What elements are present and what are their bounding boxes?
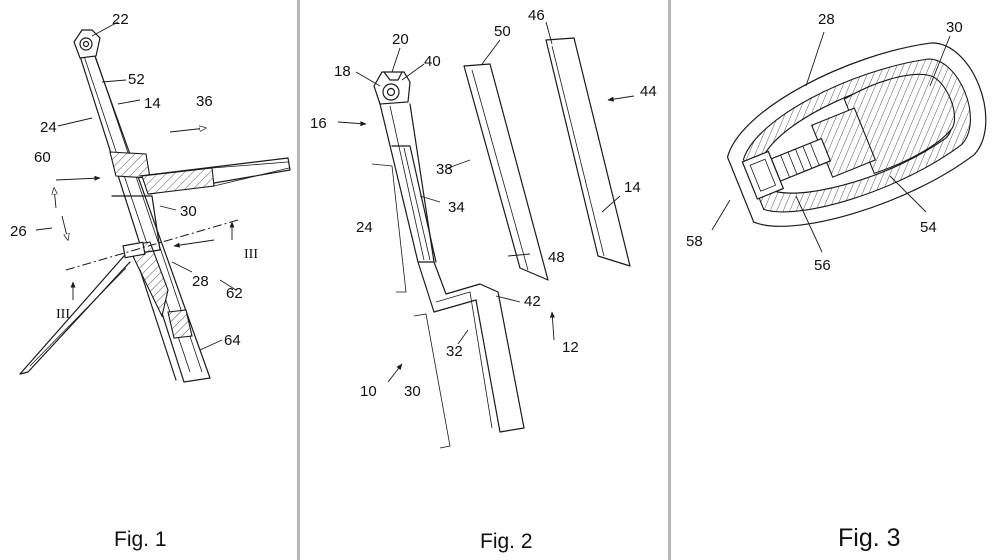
fig2-label-16: 16	[310, 115, 327, 132]
fig1-top-tube	[139, 157, 291, 195]
fig1-label-24: 24	[40, 119, 57, 136]
fig1-label-30: 30	[180, 203, 197, 220]
fig3-label-54: 54	[920, 219, 937, 236]
fig3-label-30: 30	[946, 19, 963, 36]
fig1-label-64: 64	[224, 332, 241, 349]
fig2-seat-post	[379, 103, 435, 263]
fig2-label-20: 20	[392, 31, 409, 48]
fig2-label-14: 14	[624, 179, 641, 196]
fig1-clamp-head	[73, 29, 101, 59]
fig3-screw-head-58	[741, 150, 785, 200]
fig1-label-22: 22	[112, 11, 129, 28]
panel-divider-right	[668, 0, 671, 560]
fig2-caption: Fig. 2	[480, 530, 533, 553]
fig3-label-58: 58	[686, 233, 703, 250]
fig1-label-26: 26	[10, 223, 27, 240]
fig1-label-60: 60	[34, 149, 51, 166]
fig1-caption: Fig. 1	[114, 528, 167, 551]
fig1-label-52: 52	[128, 71, 145, 88]
fig2-label-18: 18	[334, 63, 351, 80]
fig2-label-48: 48	[548, 249, 565, 266]
fig2-label-42: 42	[524, 293, 541, 310]
fig1-label-14: 14	[144, 95, 161, 112]
fig2-label-10: 10	[360, 383, 377, 400]
fig1-label-28: 28	[192, 273, 209, 290]
fig2-label-46: 46	[528, 7, 545, 24]
fig2-label-30: 30	[404, 383, 421, 400]
fig2-panel-38	[463, 63, 549, 281]
fig2-label-12: 12	[562, 339, 579, 356]
fig2-label-24: 24	[356, 219, 373, 236]
fig2-clamp-head	[373, 71, 411, 105]
fig2-label-50: 50	[494, 23, 511, 40]
fig3-insert-30	[843, 73, 956, 175]
fig2-lower-post	[417, 261, 525, 433]
fig2-label-34: 34	[448, 199, 465, 216]
panel-divider-left	[297, 0, 300, 560]
fig1-section-line	[65, 219, 239, 271]
figure-1: 22 52 14 36 24 60 26 30 28 62 64 III III…	[10, 11, 291, 551]
fig1-label-36: 36	[196, 93, 213, 110]
fig1-label-62: 62	[226, 285, 243, 302]
figure-3: 28 30 58 56 54 Fig. 3	[686, 11, 987, 552]
fig3-label-56: 56	[814, 257, 831, 274]
fig1-section-mark-bottom: III	[56, 307, 70, 322]
figure-2: 20 18 40 50 46 44 16 38 34 24 14 48 42 3…	[310, 7, 657, 553]
fig3-caption: Fig. 3	[838, 524, 901, 552]
fig3-shell-28	[726, 42, 987, 227]
fig3-label-28: 28	[818, 11, 835, 28]
fig1-section-mark-top: III	[244, 247, 258, 262]
fig2-label-40: 40	[424, 53, 441, 70]
fig2-label-44: 44	[640, 83, 657, 100]
fig2-label-38: 38	[436, 161, 453, 178]
fig2-panel-14	[545, 37, 631, 267]
fig1-seat-stay	[19, 255, 131, 375]
fig2-label-32: 32	[446, 343, 463, 360]
